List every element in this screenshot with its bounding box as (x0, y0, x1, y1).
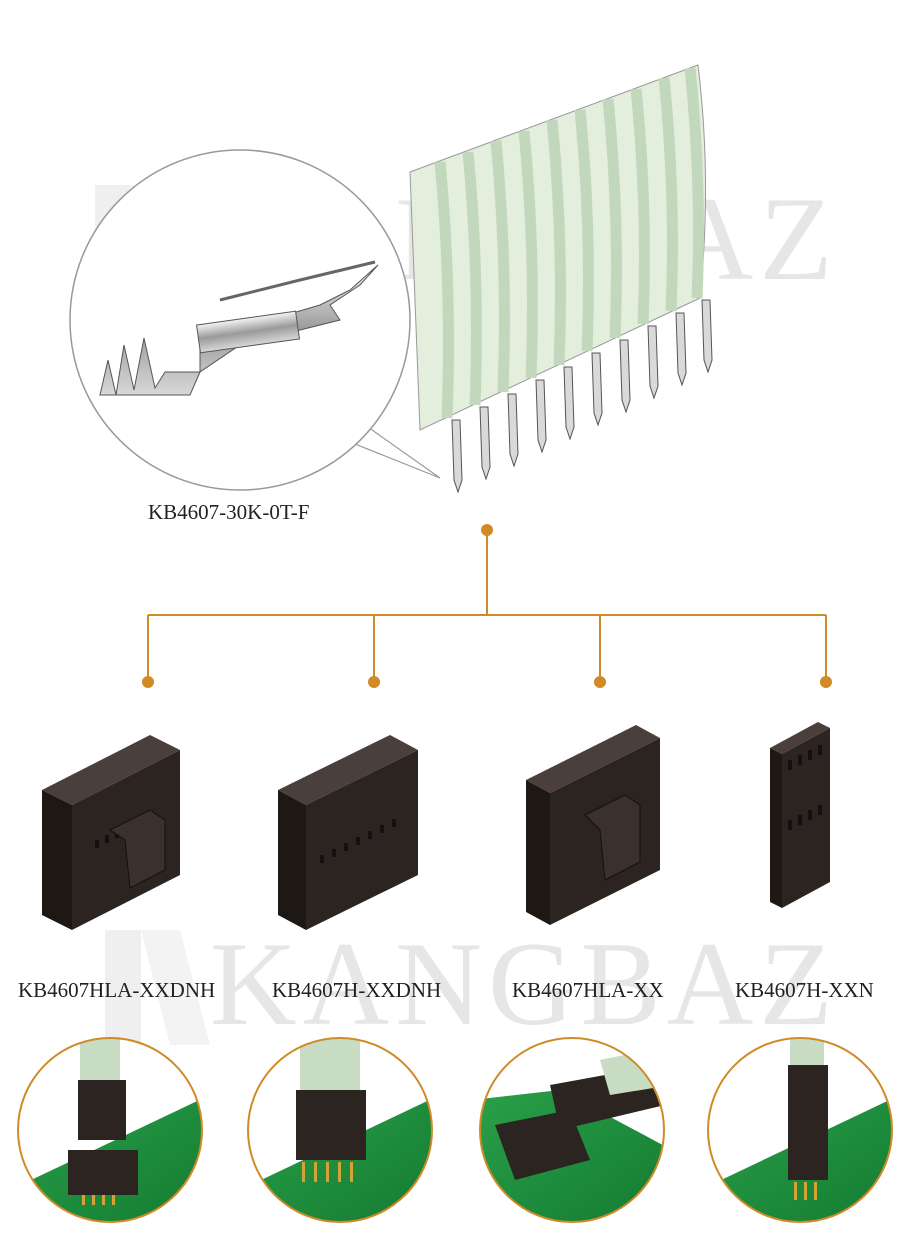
terminal-magnifier (69, 149, 441, 491)
connector-1-part-number: KB4607HLA-XXDNH (18, 978, 216, 1002)
application-circle-3 (479, 1037, 665, 1223)
ribbon-cable-with-terminals (409, 64, 713, 494)
crimp-terminal-icon (99, 260, 379, 396)
connector-housing-1 (42, 735, 180, 930)
application-circle-1 (17, 1037, 203, 1223)
connector-2-part-number: KB4607H-XXDNH (272, 978, 442, 1002)
connector-housing-4 (770, 722, 830, 908)
connector-tree (147, 530, 827, 680)
connector-3-part-number: KB4607HLA-XX (512, 978, 664, 1002)
connector-housing-3 (526, 725, 660, 925)
connector-housing-2 (278, 735, 418, 930)
watermark-bottom: KANGBAZ (210, 917, 839, 1050)
application-circle-4 (707, 1037, 893, 1223)
connector-4-part-number: KB4607H-XXN (735, 978, 874, 1002)
watermark-logo-bottom (105, 930, 210, 1045)
terminal-part-number: KB4607-30K-0T-F (148, 500, 310, 524)
tree-nodes (142, 524, 832, 688)
application-circle-2 (247, 1037, 433, 1223)
